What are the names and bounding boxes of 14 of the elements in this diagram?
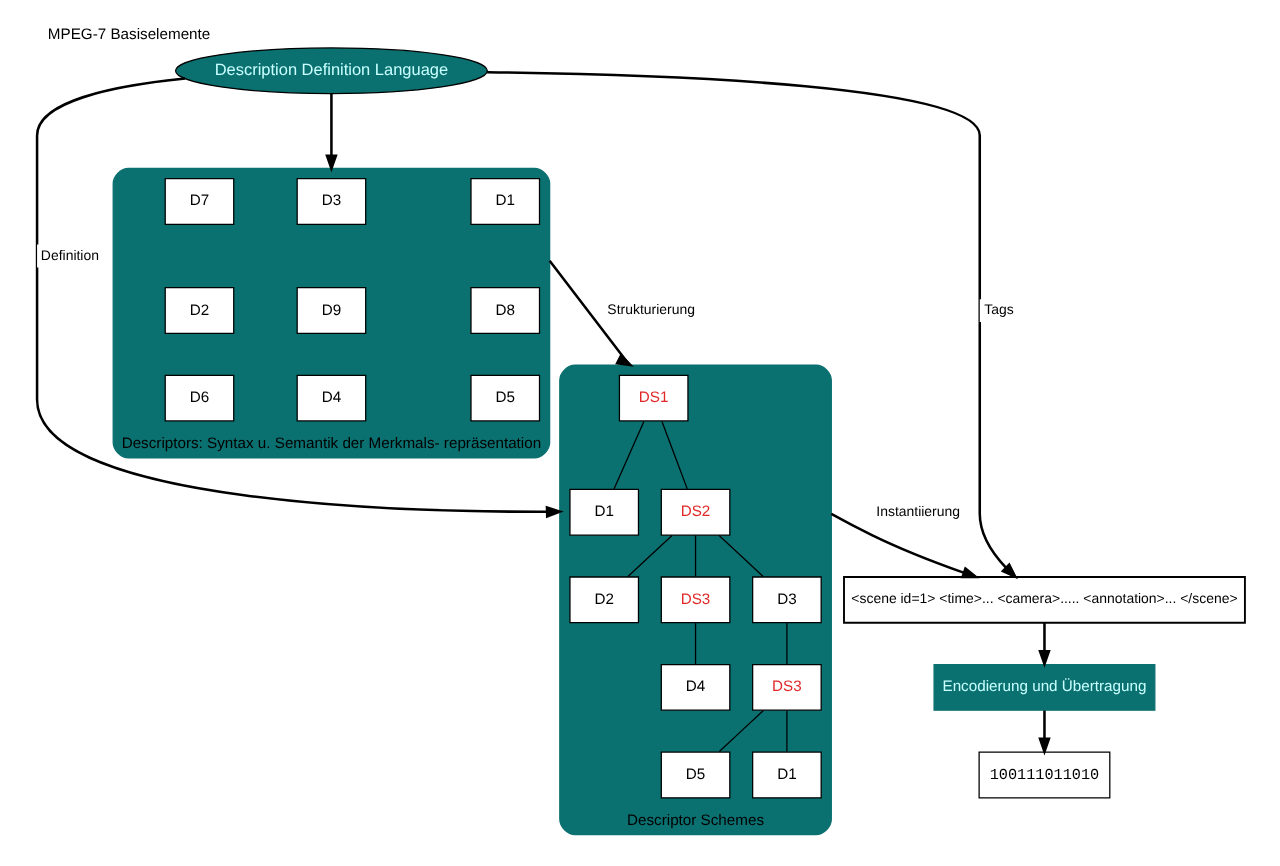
connector xyxy=(785,709,787,753)
arrow xyxy=(1037,710,1050,756)
arrow xyxy=(1037,623,1050,668)
connector xyxy=(717,709,763,753)
connector xyxy=(717,534,763,578)
arrow xyxy=(829,512,979,579)
connector xyxy=(693,534,696,578)
connector xyxy=(693,622,696,665)
arrow xyxy=(324,93,337,173)
connector xyxy=(660,420,688,491)
arrow xyxy=(547,260,633,367)
connector xyxy=(785,622,787,665)
connector xyxy=(612,420,644,491)
connector xyxy=(626,534,672,578)
